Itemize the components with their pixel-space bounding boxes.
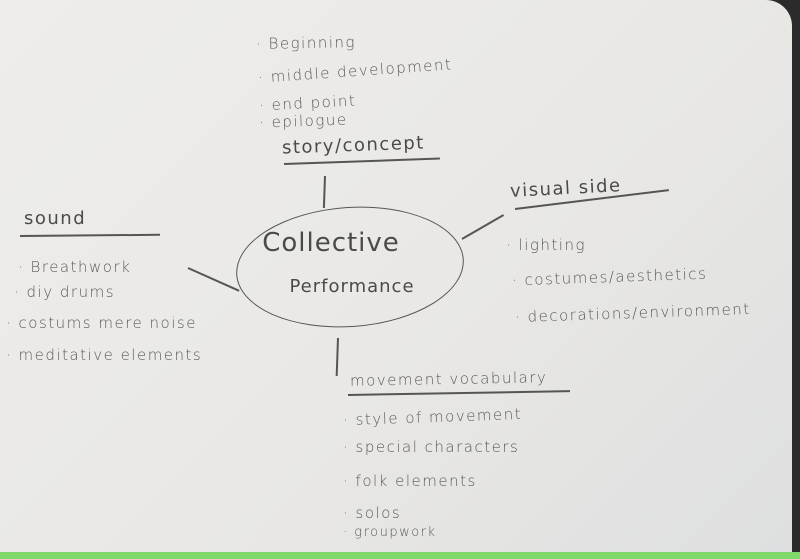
story-heading: story/concept — [281, 132, 426, 159]
sound-item: Breathwork — [18, 258, 131, 276]
sound-underline — [19, 233, 161, 237]
story-item: Beginning — [256, 33, 356, 53]
center-oval — [232, 199, 468, 335]
movement-item: special characters — [343, 438, 519, 456]
visual-item: costumes/aesthetics — [512, 265, 707, 290]
movement-item: groupwork — [343, 525, 437, 540]
story-item: middle development — [258, 55, 453, 87]
movement-connector — [335, 337, 339, 377]
bottom-edge-strip — [0, 552, 800, 559]
sound-item: costums mere noise — [6, 314, 197, 332]
visual-item: lighting — [506, 236, 586, 254]
movement-underline — [347, 390, 570, 396]
story-underline — [283, 157, 440, 165]
movement-item: folk elements — [343, 472, 477, 490]
center-title-line2: Performance — [289, 276, 415, 297]
visual-connector — [461, 214, 505, 240]
movement-item: solos — [343, 504, 401, 522]
sound-connector — [187, 267, 240, 292]
movement-heading: movement vocabulary — [349, 368, 548, 390]
story-item: epilogue — [259, 110, 348, 131]
sound-item: meditative elements — [6, 346, 202, 364]
sound-item: diy drums — [14, 283, 115, 301]
movement-item: style of movement — [343, 405, 522, 429]
center-title-line1: Collective — [262, 228, 400, 258]
sound-heading: sound — [24, 208, 87, 229]
paper-sheet: Beginning middle development end point e… — [0, 0, 792, 552]
visual-item: decorations/environment — [515, 300, 751, 326]
story-connector — [322, 175, 326, 209]
